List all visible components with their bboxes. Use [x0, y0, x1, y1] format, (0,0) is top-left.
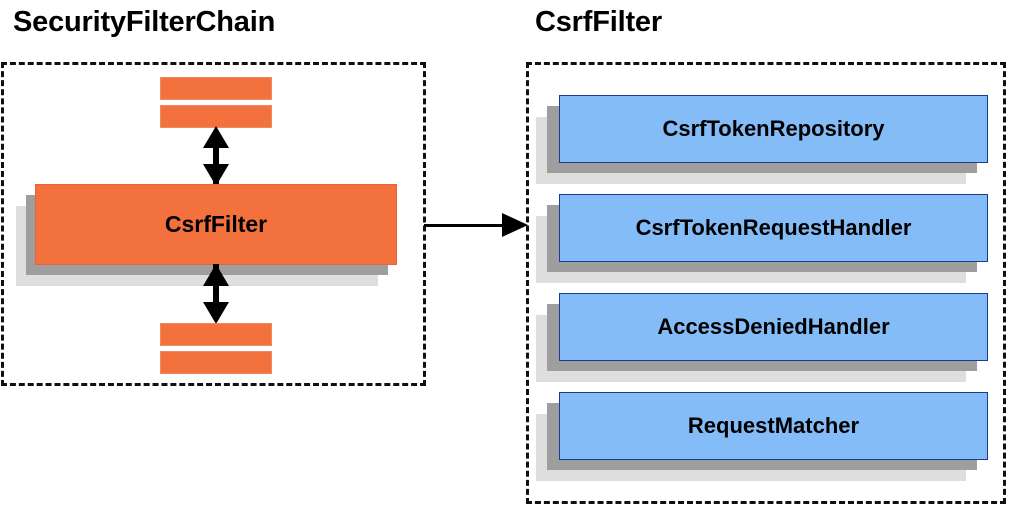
csrffilter-group: [526, 62, 1006, 504]
arrow-head-up-icon: [203, 126, 229, 148]
arrow-shaft: [213, 140, 219, 186]
component-box-csrf-token-request-handler: CsrfTokenRequestHandler: [536, 194, 1006, 283]
arrow-head-down-icon: [203, 164, 229, 186]
component-box-access-denied-handler: AccessDeniedHandler: [536, 293, 1006, 382]
filter-bar-above-1: [160, 77, 272, 100]
filter-bar-below-1: [160, 323, 272, 346]
component-label: RequestMatcher: [559, 392, 988, 460]
filter-bar-above-2: [160, 105, 272, 128]
component-label: AccessDeniedHandler: [559, 293, 988, 361]
csrffilter-box-label: CsrfFilter: [35, 184, 397, 265]
component-box-request-matcher: RequestMatcher: [536, 392, 1006, 481]
component-label: CsrfTokenRequestHandler: [559, 194, 988, 262]
filter-bar-below-2: [160, 351, 272, 374]
component-box-csrf-token-repository: CsrfTokenRepository: [536, 95, 1006, 184]
connector-shaft: [424, 224, 506, 227]
arrow-head-down-icon: [203, 302, 229, 324]
right-panel-title: CsrfFilter: [535, 6, 662, 38]
left-panel-title: SecurityFilterChain: [13, 6, 276, 38]
component-label: CsrfTokenRepository: [559, 95, 988, 163]
arrow-shaft: [213, 264, 219, 310]
arrow-head-right-icon: [502, 213, 528, 237]
csrffilter-box: CsrfFilter: [16, 184, 398, 286]
